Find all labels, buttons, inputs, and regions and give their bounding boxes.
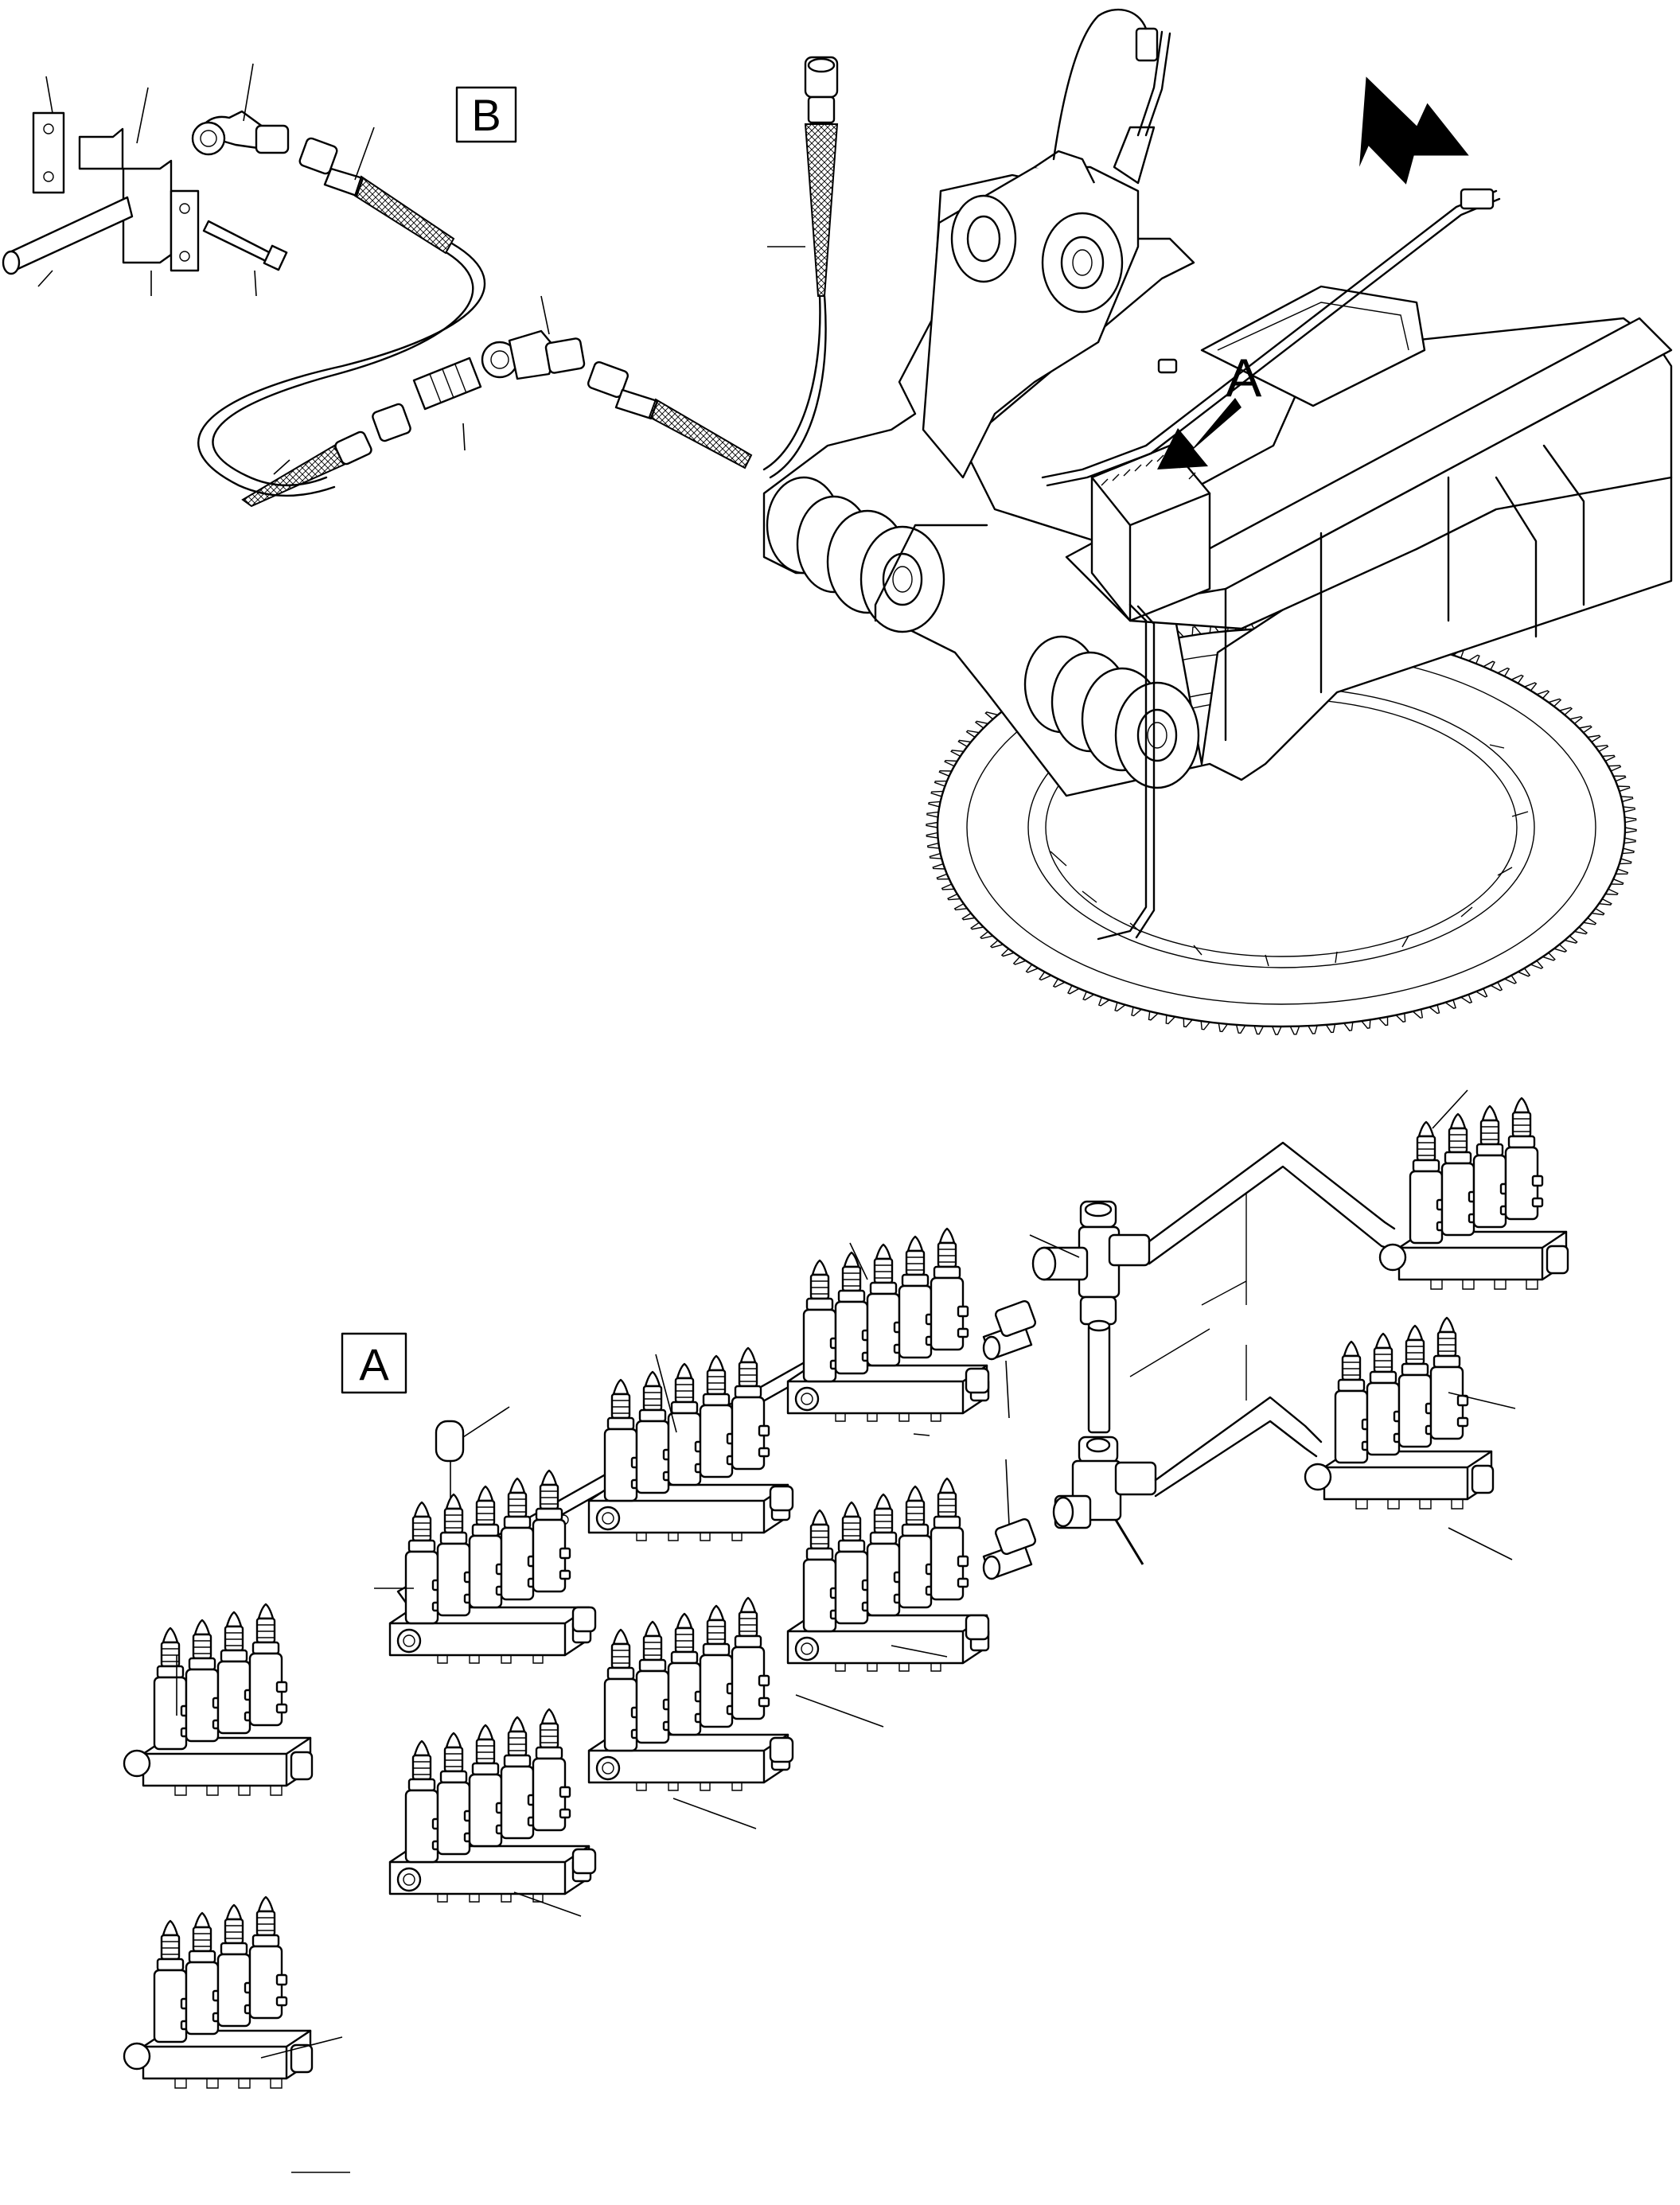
adapter-union: [412, 356, 482, 411]
detail-a-label: A: [359, 1339, 389, 1389]
manifold-block: [589, 1348, 789, 1541]
detail-a-frame: [341, 1332, 407, 1394]
hose-protector-upper: [353, 175, 455, 255]
detail-b-frame: [455, 86, 517, 143]
tee-fitting: [1052, 1436, 1157, 1565]
vertical-hose: [762, 56, 839, 479]
arrow-b-label: B: [1367, 96, 1390, 135]
connecting-pipe: [1087, 1323, 1111, 1434]
detail-a-distributor-set: A: [124, 1089, 1568, 2173]
manifold-block: [390, 1709, 591, 1902]
pipe-to-upper-right: [1148, 1141, 1396, 1243]
manifold-block-4-valve: [124, 1897, 312, 2088]
arrow-a-label: A: [1226, 348, 1262, 408]
hinge-rollers-center: [1023, 635, 1200, 789]
manifold-block: [788, 1229, 988, 1421]
distributor-block-installed: [1090, 444, 1211, 622]
hose-protector-lower-right: [648, 398, 753, 469]
cross-fitting: [1029, 1200, 1151, 1326]
hinge-rollers-left: [766, 476, 945, 633]
arrow-a: [1157, 398, 1241, 469]
arrow-b: [1359, 76, 1469, 185]
steel-pipe: [6, 196, 134, 272]
hose-protector-lower-left: [241, 444, 345, 508]
pipe-to-lower-right: [1154, 1396, 1323, 1482]
vent-cap: [435, 1420, 465, 1463]
straight-union-upper: [982, 1299, 1036, 1361]
clamp-half-upper: [78, 127, 124, 170]
manifold-block-4-valve: [1380, 1098, 1568, 1289]
manifold-block-4-valve: [124, 1604, 312, 1795]
clamp-bolt: [202, 220, 272, 263]
manifold-block: [589, 1598, 789, 1790]
clamp-plate-left: [32, 111, 65, 194]
boom-frame-assembly: B A: [762, 8, 1673, 1035]
clamp-plate-right: [170, 189, 200, 272]
manifold-block-4-valve: [1305, 1318, 1493, 1509]
manifold-block: [788, 1478, 988, 1671]
lube-line-lower: [1097, 603, 1148, 941]
vertical-hose-protector: [804, 123, 839, 297]
connector-nut: [255, 124, 290, 154]
straight-union-lower: [982, 1517, 1036, 1580]
detail-b-label: B: [471, 90, 501, 140]
coupling-nuts: [571, 1367, 990, 1875]
detail-b-hose-assembly: B: [2, 63, 753, 508]
